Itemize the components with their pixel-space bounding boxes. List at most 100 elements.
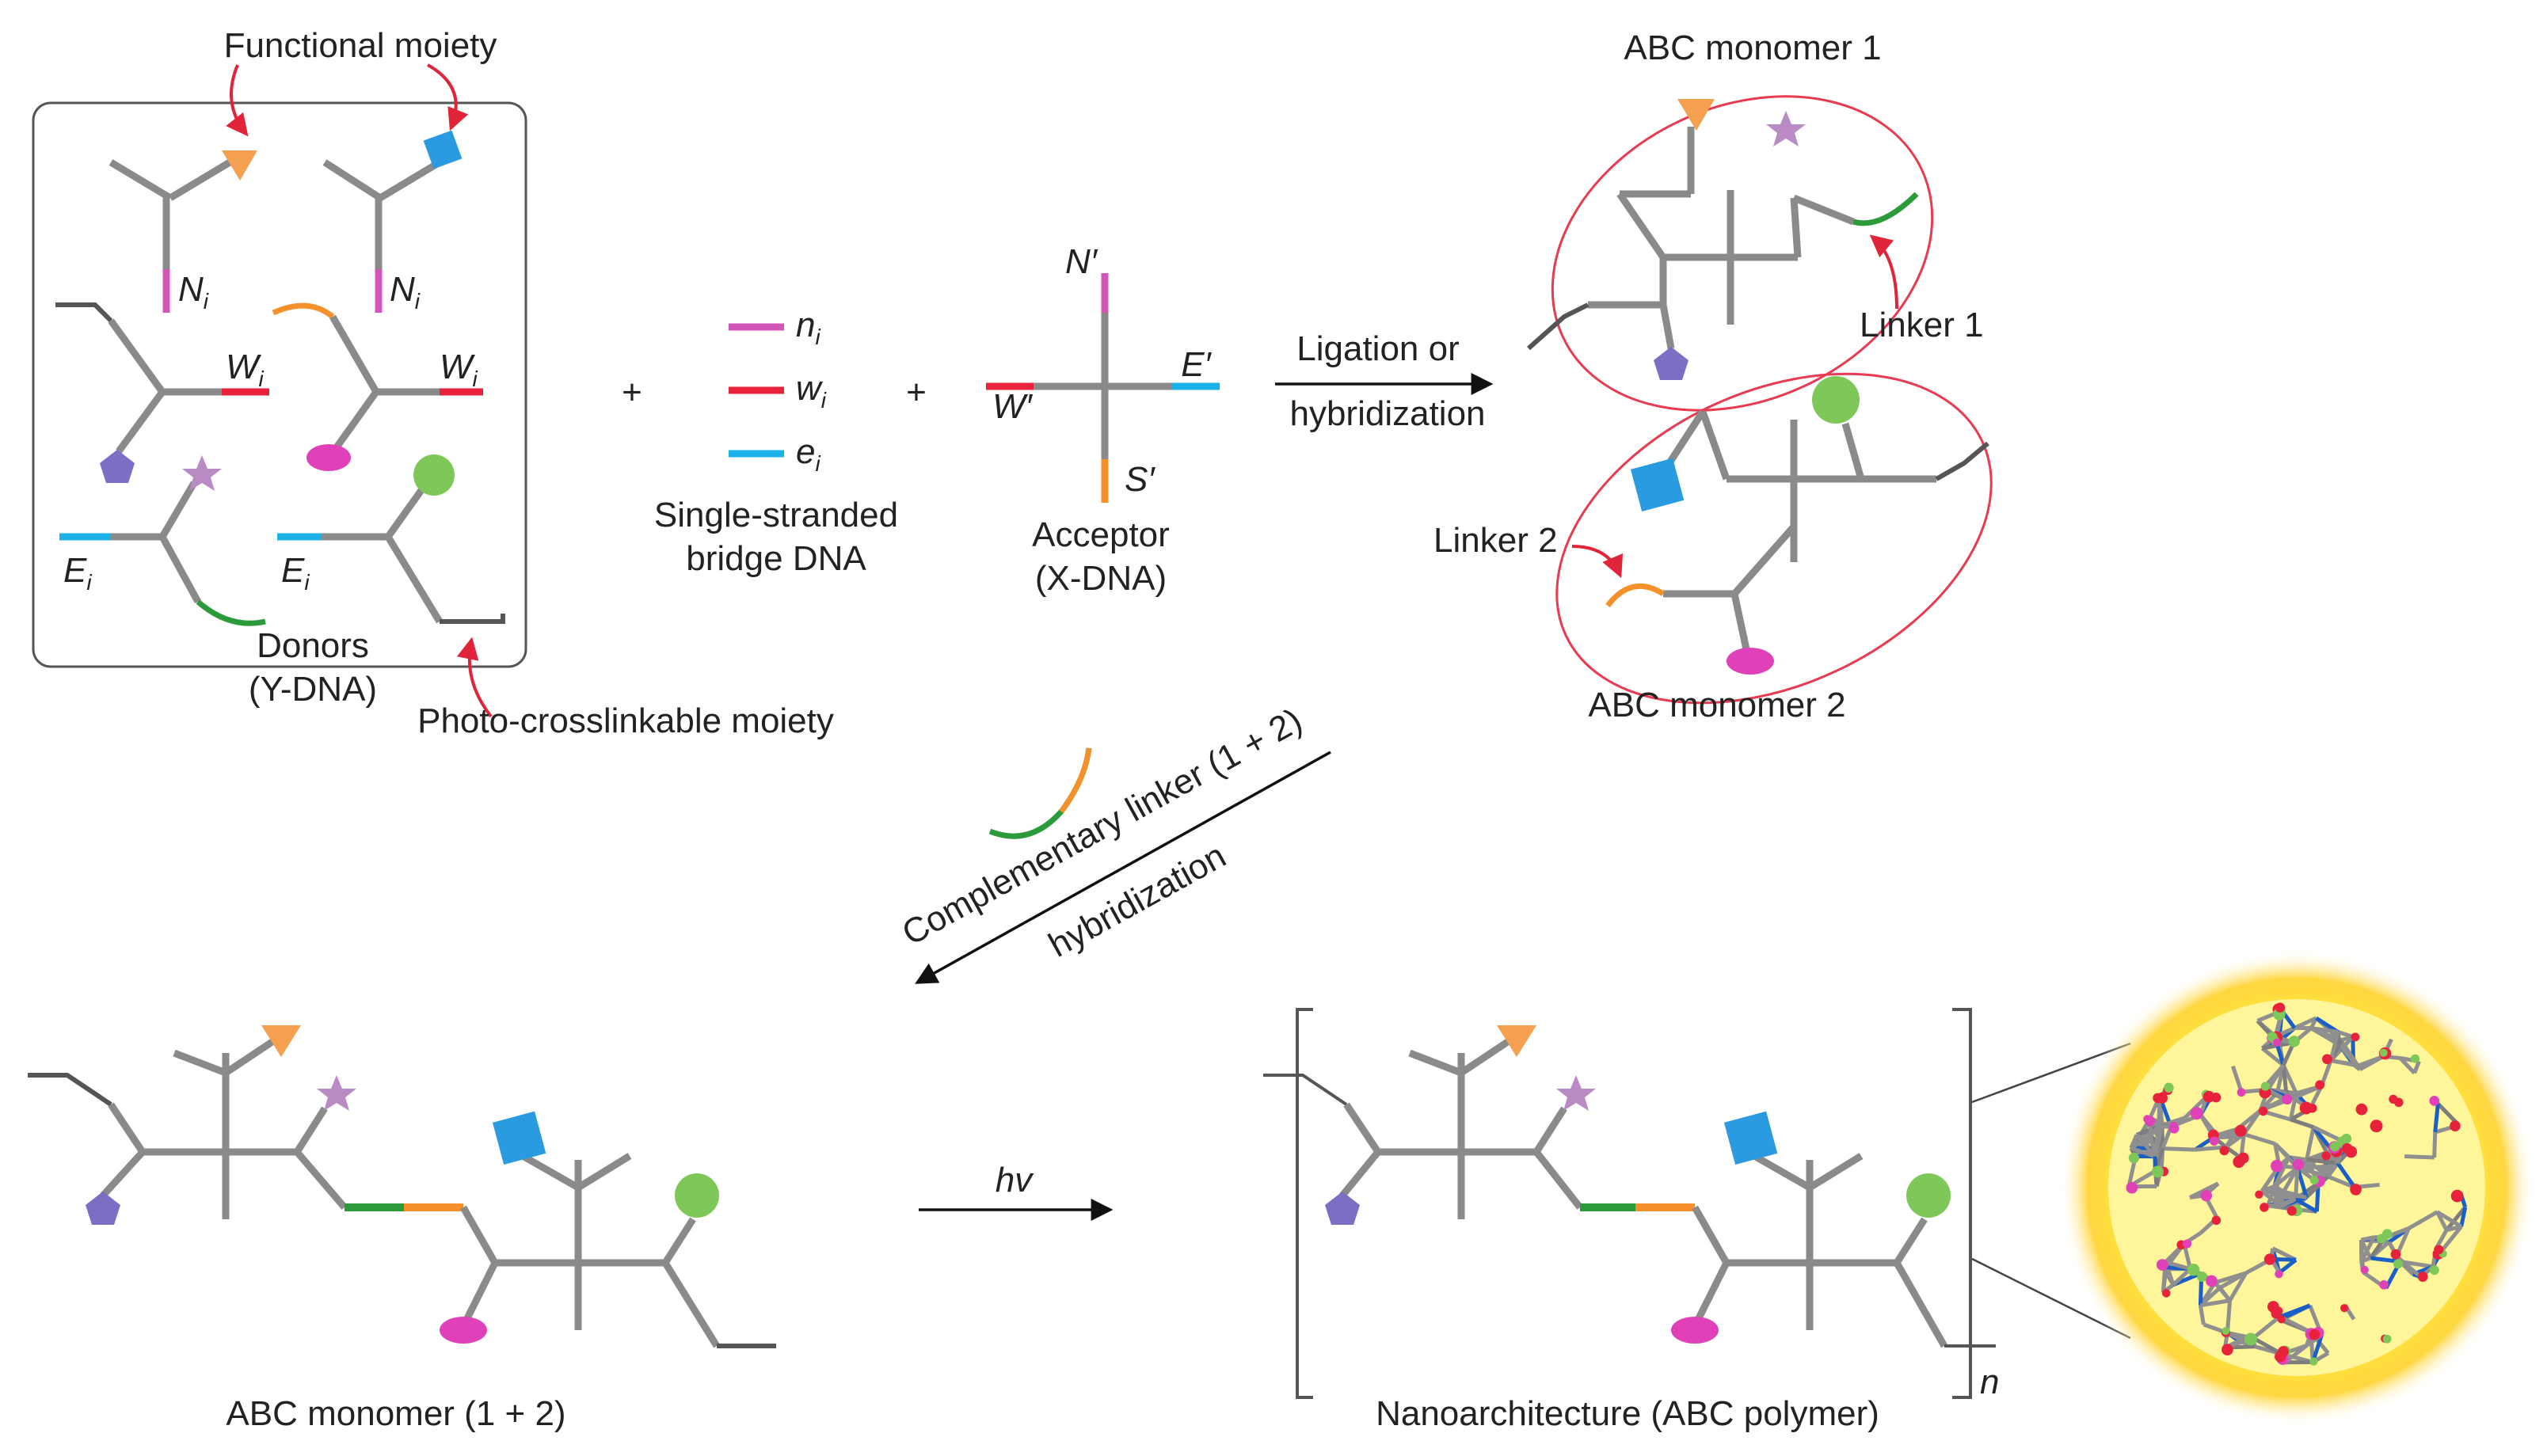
mesh-strand — [2310, 1026, 2339, 1034]
mesh-strand — [2327, 1174, 2355, 1189]
Wi-label: Wi — [440, 348, 478, 391]
arm — [385, 485, 427, 539]
mesh-moiety — [2272, 1038, 2282, 1047]
donor-y-dna-3: Wi — [55, 302, 269, 483]
mesh-moiety — [2275, 1002, 2286, 1013]
mesh-moiety — [2271, 1159, 2283, 1173]
mesh-strand — [2135, 1133, 2157, 1158]
mesh-moiety — [2190, 1107, 2203, 1120]
mesh-moiety — [2275, 1351, 2286, 1363]
mesh-moiety — [2275, 1269, 2283, 1279]
donors-label: Donors — [257, 626, 369, 665]
monomer2-outline — [1555, 372, 1993, 705]
plus-sign-2: + — [906, 373, 927, 412]
mesh-moiety — [2360, 1265, 2369, 1274]
Wi-label: Wi — [226, 348, 265, 391]
donors-box — [32, 101, 527, 668]
mesh-strand — [2280, 1166, 2300, 1195]
orange-linker — [272, 302, 335, 319]
vinyl — [1527, 302, 1589, 351]
mesh-strand — [2337, 1029, 2354, 1039]
mesh-moiety — [2145, 1116, 2156, 1127]
arm — [1692, 1205, 1730, 1265]
mesh-strand — [2231, 1065, 2244, 1093]
acceptor-sublabel: (X-DNA) — [1035, 559, 1167, 598]
arm — [1459, 1038, 1511, 1076]
purple-pentagon-icon — [100, 450, 135, 483]
mesh-moiety — [2274, 1306, 2283, 1316]
blue-square-icon — [423, 130, 463, 169]
mesh-moiety — [2322, 1054, 2332, 1065]
green-linker — [196, 599, 266, 626]
mesh-moiety — [2434, 1245, 2444, 1255]
arm — [463, 1260, 499, 1321]
mesh-strand — [2439, 1225, 2463, 1253]
mesh-moiety — [2341, 1142, 2353, 1154]
mesh-moiety — [2211, 1215, 2221, 1226]
vinyl — [28, 1073, 112, 1107]
hv-label: hv — [996, 1161, 1034, 1199]
mesh-moiety — [2350, 1184, 2362, 1196]
mesh-strand — [2272, 1156, 2291, 1188]
mesh-strand — [2260, 1047, 2285, 1067]
n-subscript: n — [1980, 1363, 1999, 1401]
mesh-moiety — [2221, 1327, 2230, 1336]
arm — [322, 159, 383, 201]
donor-y-dna-4: Wi — [272, 302, 483, 471]
mesh-strand — [2436, 1210, 2463, 1229]
arm — [576, 1153, 632, 1191]
arm — [1699, 410, 1730, 481]
arm — [1790, 197, 1802, 258]
mesh-strand — [2398, 1056, 2416, 1074]
arm — [1659, 304, 1675, 349]
mesh-moiety — [2187, 1263, 2200, 1276]
mesh-strand — [2330, 1059, 2354, 1066]
mesh-strand — [2306, 1158, 2339, 1165]
mesh-moiety — [2164, 1082, 2174, 1093]
arm — [333, 390, 379, 450]
arm — [1533, 1150, 1583, 1210]
purple-star-icon — [182, 455, 222, 491]
green-linker — [1852, 192, 1919, 226]
functional-moiety-label: Functional moiety — [224, 26, 497, 65]
arm — [662, 1260, 720, 1348]
donors-sublabel: (Y-DNA) — [249, 670, 377, 709]
pink-ellipse-icon — [1727, 648, 1774, 675]
N-prime-label: N′ — [1065, 242, 1098, 281]
left-bracket — [1296, 1008, 1313, 1399]
mesh-strand — [2290, 1084, 2323, 1101]
orange-triangle-icon — [1497, 1025, 1536, 1057]
mesh-strand — [2216, 1127, 2238, 1138]
monomer1-label: ABC monomer 1 — [1624, 29, 1881, 67]
monomer2-label: ABC monomer 2 — [1588, 686, 1845, 724]
mesh-strand — [2288, 1155, 2308, 1162]
mesh-moiety — [2244, 1332, 2257, 1346]
purple-pentagon-icon — [1654, 347, 1688, 380]
mesh-strand — [2172, 1267, 2192, 1287]
wi-label: wi — [796, 369, 827, 412]
mesh-strand — [2337, 1044, 2362, 1071]
mesh-moiety — [2292, 1158, 2305, 1171]
arm — [385, 534, 443, 624]
mesh-strand — [2213, 1281, 2232, 1302]
mesh-moiety — [2153, 1093, 2163, 1104]
arm — [1730, 593, 1750, 650]
E-prime-label: E′ — [1181, 345, 1212, 384]
mesh-moiety — [2379, 1280, 2389, 1290]
orange-triangle-icon — [1677, 99, 1715, 131]
mesh-strand — [2275, 1197, 2297, 1207]
mesh-moiety — [2260, 1203, 2269, 1212]
mesh-moiety — [2321, 1151, 2331, 1161]
mesh-moiety — [2308, 1104, 2317, 1113]
blue-square-icon — [1630, 458, 1685, 512]
mesh-moiety — [2450, 1120, 2461, 1132]
arm — [173, 1049, 227, 1077]
mesh-moiety — [2450, 1189, 2464, 1203]
mesh-strand — [2153, 1126, 2161, 1157]
ligation-label-2: hybridization — [1289, 394, 1485, 433]
vinyl — [440, 614, 505, 624]
arm — [159, 534, 201, 604]
linker1-label: Linker 1 — [1860, 306, 1984, 344]
arm — [662, 1217, 696, 1265]
photo-crosslinkable-label: Photo-crosslinkable moiety — [417, 701, 834, 740]
